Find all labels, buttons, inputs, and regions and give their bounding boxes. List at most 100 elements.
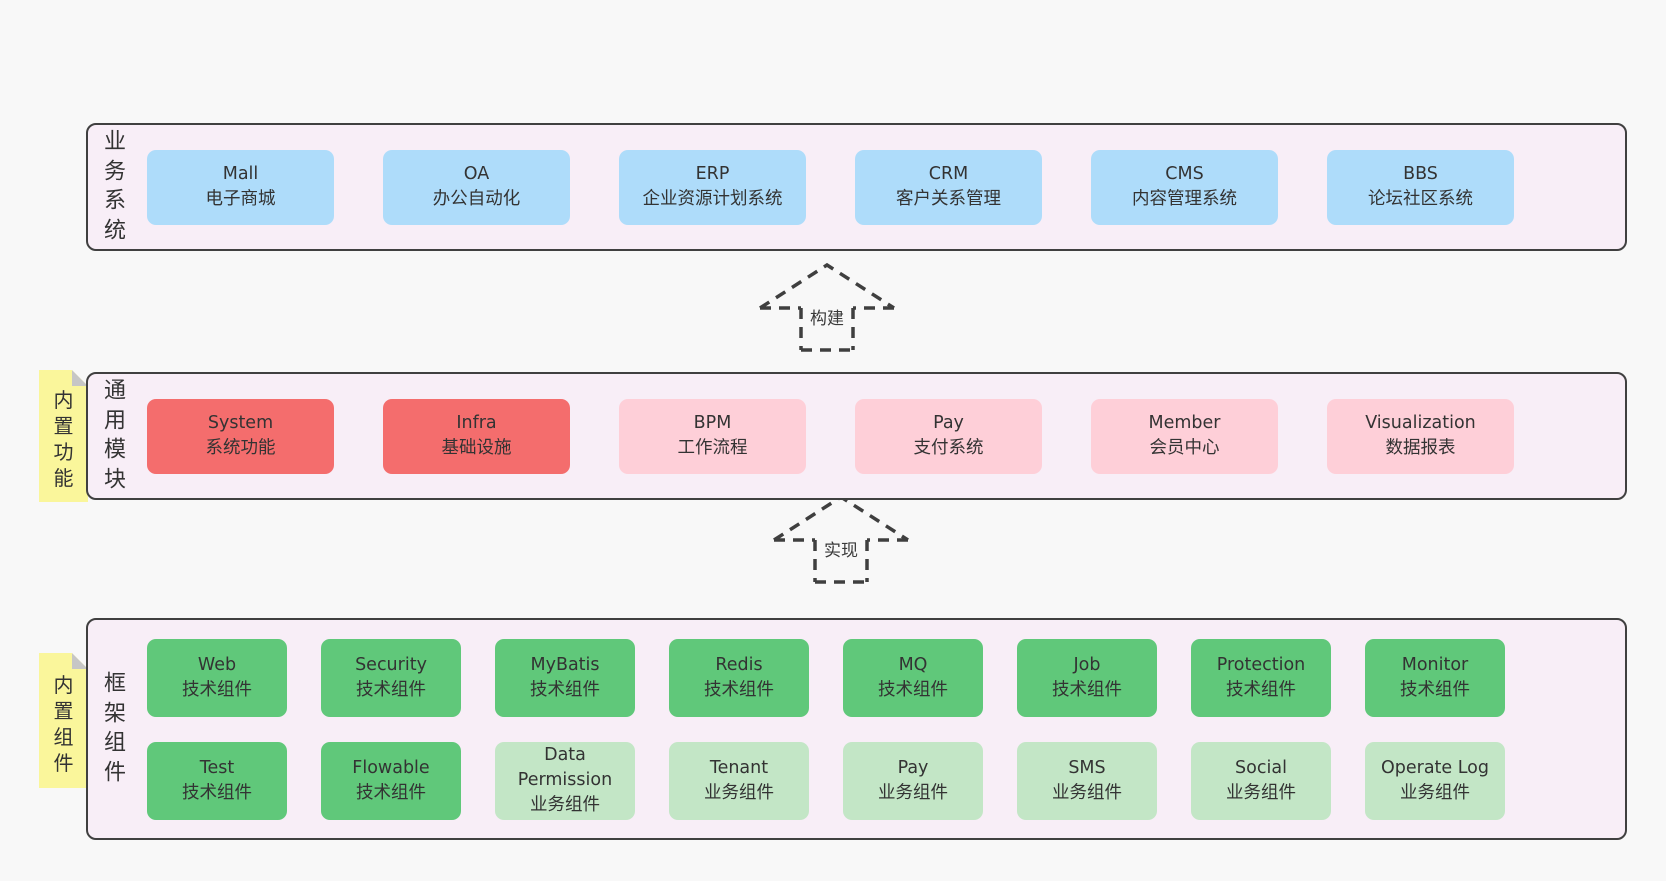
box-sms: SMS 业务组件 <box>1017 741 1157 820</box>
box-title: Member <box>1148 413 1221 434</box>
box-subtitle: 系统功能 <box>205 438 276 458</box>
box-subtitle: 数据报表 <box>1385 438 1456 458</box>
box-title: MQ <box>898 654 928 675</box>
box-subtitle: 技术组件 <box>1400 679 1470 700</box>
box-subtitle: 技术组件 <box>704 679 774 700</box>
box-cms: CMS 内容管理系统 <box>1091 149 1278 225</box>
box-subtitle: 业务组件 <box>878 782 948 803</box>
box-title: Data Permission <box>517 745 613 791</box>
box-mall: Mall 电子商城 <box>147 149 334 225</box>
box-title: Redis <box>715 654 763 675</box>
box-subtitle: 技术组件 <box>1052 679 1122 700</box>
box-title: Job <box>1073 654 1101 675</box>
box-title: Protection <box>1216 654 1306 675</box>
box-monitor: Monitor 技术组件 <box>1365 638 1505 717</box>
box-title: Tenant <box>709 757 769 778</box>
box-row: Test 技术组件 Flowable 技术组件 Data Permission … <box>147 741 1615 820</box>
box-subtitle: 技术组件 <box>182 679 252 700</box>
box-subtitle: 企业资源计划系统 <box>642 189 783 209</box>
box-web: Web 技术组件 <box>147 638 287 717</box>
box-tenant: Tenant 业务组件 <box>669 741 809 820</box>
box-flowable: Flowable 技术组件 <box>321 741 461 820</box>
arrow-implement: 实现 <box>766 490 916 588</box>
box-subtitle: 支付系统 <box>913 438 984 458</box>
arrow-label: 构建 <box>808 304 846 329</box>
band-title: 业务系统 <box>103 129 126 244</box>
sticky-note-builtin-features: 内置功能 <box>39 370 88 502</box>
box-title: CMS <box>1165 164 1204 185</box>
box-subtitle: 会员中心 <box>1149 438 1220 458</box>
box-member: Member 会员中心 <box>1091 398 1278 474</box>
box-subtitle: 技术组件 <box>356 782 426 803</box>
box-subtitle: 技术组件 <box>530 679 600 700</box>
box-bbs: BBS 论坛社区系统 <box>1327 149 1514 225</box>
box-oa: OA 办公自动化 <box>383 149 570 225</box>
box-bpm: BPM 工作流程 <box>619 398 806 474</box>
box-subtitle: 内容管理系统 <box>1132 189 1237 209</box>
box-mybatis: MyBatis 技术组件 <box>495 638 635 717</box>
box-subtitle: 工作流程 <box>677 438 748 458</box>
box-subtitle: 业务组件 <box>1400 782 1470 803</box>
box-subtitle: 电子商城 <box>205 189 276 209</box>
box-infra: Infra 基础设施 <box>383 398 570 474</box>
sticky-note-label: 内置功能 <box>53 388 74 490</box>
box-title: Operate Log <box>1380 757 1490 778</box>
box-operate-log: Operate Log 业务组件 <box>1365 741 1505 820</box>
box-pay-component: Pay 业务组件 <box>843 741 983 820</box>
box-pay-module: Pay 支付系统 <box>855 398 1042 474</box>
box-system: System 系统功能 <box>147 398 334 474</box>
box-subtitle: 技术组件 <box>1226 679 1296 700</box>
arrow-label: 实现 <box>822 536 860 561</box>
box-title: Test <box>199 757 235 778</box>
band-rows: System 系统功能 Infra 基础设施 BPM 工作流程 Pay 支付系统… <box>147 374 1615 498</box>
box-erp: ERP 企业资源计划系统 <box>619 149 806 225</box>
box-subtitle: 技术组件 <box>356 679 426 700</box>
box-title: Visualization <box>1365 413 1476 434</box>
sticky-note-builtin-components: 内置组件 <box>39 653 88 788</box>
up-arrow-icon <box>759 262 895 352</box>
arrow-build: 构建 <box>752 258 902 356</box>
box-title: Monitor <box>1401 654 1469 675</box>
box-subtitle: 技术组件 <box>182 782 252 803</box>
box-row: Web 技术组件 Security 技术组件 MyBatis 技术组件 Redi… <box>147 638 1615 717</box>
box-title: System <box>207 413 274 434</box>
box-title: Flowable <box>352 757 430 778</box>
band-title: 通用模块 <box>103 378 126 493</box>
box-title: CRM <box>928 164 969 185</box>
box-title: BBS <box>1403 164 1438 185</box>
box-social: Social 业务组件 <box>1191 741 1331 820</box>
box-subtitle: 基础设施 <box>441 438 512 458</box>
band-rows: Web 技术组件 Security 技术组件 MyBatis 技术组件 Redi… <box>147 620 1615 838</box>
box-title: Pay <box>933 413 964 434</box>
box-title: Security <box>355 654 427 675</box>
box-title: Mall <box>222 164 259 185</box>
sticky-note-label: 内置组件 <box>53 672 74 775</box>
box-security: Security 技术组件 <box>321 638 461 717</box>
box-subtitle: 论坛社区系统 <box>1368 189 1473 209</box>
box-redis: Redis 技术组件 <box>669 638 809 717</box>
box-subtitle: 客户关系管理 <box>896 189 1001 209</box>
box-subtitle: 业务组件 <box>704 782 774 803</box>
box-title: Pay <box>897 757 929 778</box>
box-title: BPM <box>693 413 732 434</box>
box-row: System 系统功能 Infra 基础设施 BPM 工作流程 Pay 支付系统… <box>147 398 1615 474</box>
box-title: Social <box>1235 757 1287 778</box>
box-title: MyBatis <box>530 654 600 675</box>
box-data-permission: Data Permission 业务组件 <box>495 741 635 820</box>
box-title: Web <box>197 654 237 675</box>
box-subtitle: 业务组件 <box>530 794 600 815</box>
box-visualization: Visualization 数据报表 <box>1327 398 1514 474</box>
box-row: Mall 电子商城 OA 办公自动化 ERP 企业资源计划系统 CRM 客户关系… <box>147 149 1615 225</box>
band-title: 框架组件 <box>103 671 126 786</box>
box-subtitle: 业务组件 <box>1226 782 1296 803</box>
band-business-systems: 业务系统 Mall 电子商城 OA 办公自动化 ERP 企业资源计划系统 CRM… <box>86 123 1627 251</box>
band-framework-components: 框架组件 Web 技术组件 Security 技术组件 MyBatis 技术组件… <box>86 618 1627 840</box>
box-subtitle: 办公自动化 <box>432 189 521 209</box>
box-subtitle: 业务组件 <box>1052 782 1122 803</box>
band-common-modules: 通用模块 System 系统功能 Infra 基础设施 BPM 工作流程 Pay… <box>86 372 1627 500</box>
box-title: ERP <box>695 164 730 185</box>
box-mq: MQ 技术组件 <box>843 638 983 717</box>
box-subtitle: 技术组件 <box>878 679 948 700</box>
box-title: Infra <box>456 413 497 434</box>
